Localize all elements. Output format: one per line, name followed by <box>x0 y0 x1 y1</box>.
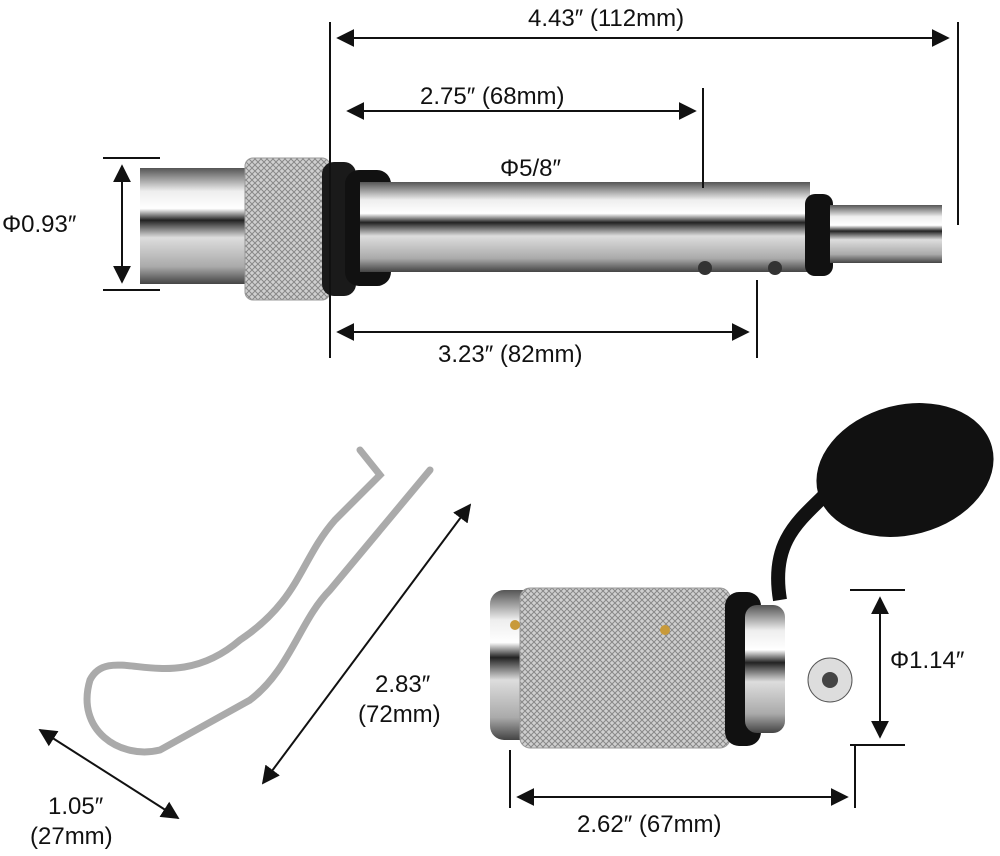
clip-width-mm-label: (27mm) <box>30 823 113 850</box>
lock-length-label: 2.62″ (67mm) <box>577 811 722 838</box>
shaft-length-label: 2.75″ (68mm) <box>420 83 565 110</box>
dimension-lines <box>38 22 959 819</box>
head-diameter-label: Φ0.93″ <box>2 211 77 238</box>
hitch-pin <box>140 157 942 301</box>
overall-length-label: 4.43″ (112mm) <box>528 5 685 32</box>
clip-length-mm-label: (72mm) <box>358 701 441 728</box>
hitch-lock <box>490 403 994 749</box>
clip-length-in-label: 2.83″ <box>375 671 431 698</box>
shaft-diameter-label: Φ5/8″ <box>500 155 562 182</box>
lock-diameter-label: Φ1.14″ <box>890 647 965 674</box>
clip-width-in-label: 1.05″ <box>48 793 104 820</box>
pin-length-label: 3.23″ (82mm) <box>438 341 583 368</box>
